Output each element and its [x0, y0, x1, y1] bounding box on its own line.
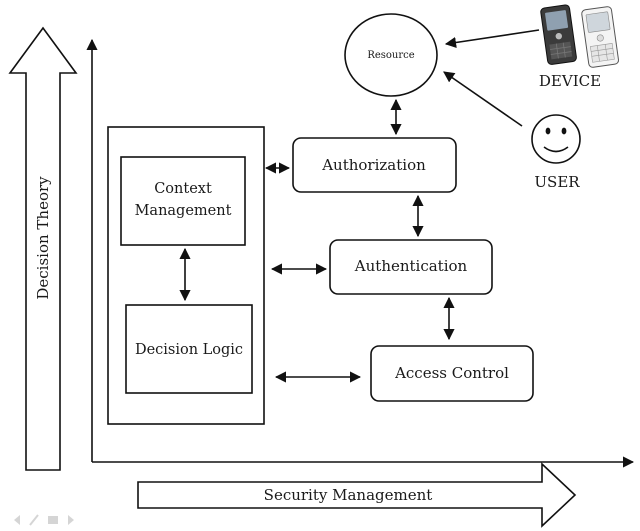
smiley-face-icon: [531, 114, 581, 164]
decision-logic-box: [125, 304, 253, 394]
authorization-label: Authorization: [321, 156, 426, 174]
access-control-label: Access Control: [394, 364, 509, 382]
mobile-phones-icon: [540, 4, 620, 68]
next-slide-icon[interactable]: [68, 515, 74, 525]
resource-circle: [344, 13, 438, 97]
previous-slide-icon[interactable]: [14, 515, 20, 525]
decision-logic-label: Decision Logic: [135, 342, 243, 358]
user-resource-arrow: [443, 71, 523, 127]
pen-icon[interactable]: [29, 514, 39, 526]
context-management-label-line1: Context: [154, 181, 212, 197]
slide-navigation-icons[interactable]: [14, 514, 74, 526]
authentication-box: [329, 239, 493, 295]
authentication-label: Authentication: [354, 257, 468, 275]
device-label: DEVICE: [539, 72, 601, 90]
security-management-arrow: [137, 462, 577, 528]
menu-icon[interactable]: [48, 516, 58, 524]
resource-label: Resource: [367, 50, 414, 61]
access-control-box: [370, 345, 534, 402]
security-management-label: Security Management: [264, 486, 433, 504]
decision-theory-label: Decision Theory: [34, 176, 52, 300]
authorization-box: [292, 137, 457, 193]
device-resource-arrow: [444, 29, 540, 49]
user-label: USER: [534, 173, 580, 191]
context-management-label-line2: Management: [135, 203, 232, 219]
decision-theory-arrow: [8, 26, 78, 471]
context-management-box: [120, 156, 246, 246]
